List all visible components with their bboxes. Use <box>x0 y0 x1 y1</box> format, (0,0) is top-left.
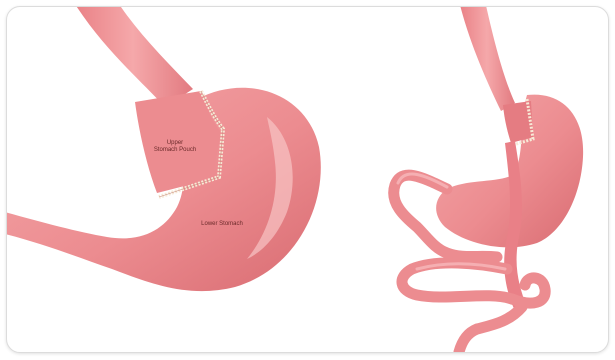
upper-pouch-line2: Stomach Pouch <box>150 147 200 154</box>
lower-stomach-label: Lower Stomach <box>197 221 247 228</box>
esophagus-left <box>73 7 193 107</box>
esophagus-right <box>459 7 515 111</box>
diagram-frame: Upper Stomach Pouch Lower Stomach <box>6 6 609 353</box>
stomach-illustration <box>7 7 608 352</box>
upper-pouch-line1: Upper <box>150 140 200 147</box>
upper-stomach-pouch-label: Upper Stomach Pouch <box>150 140 200 154</box>
